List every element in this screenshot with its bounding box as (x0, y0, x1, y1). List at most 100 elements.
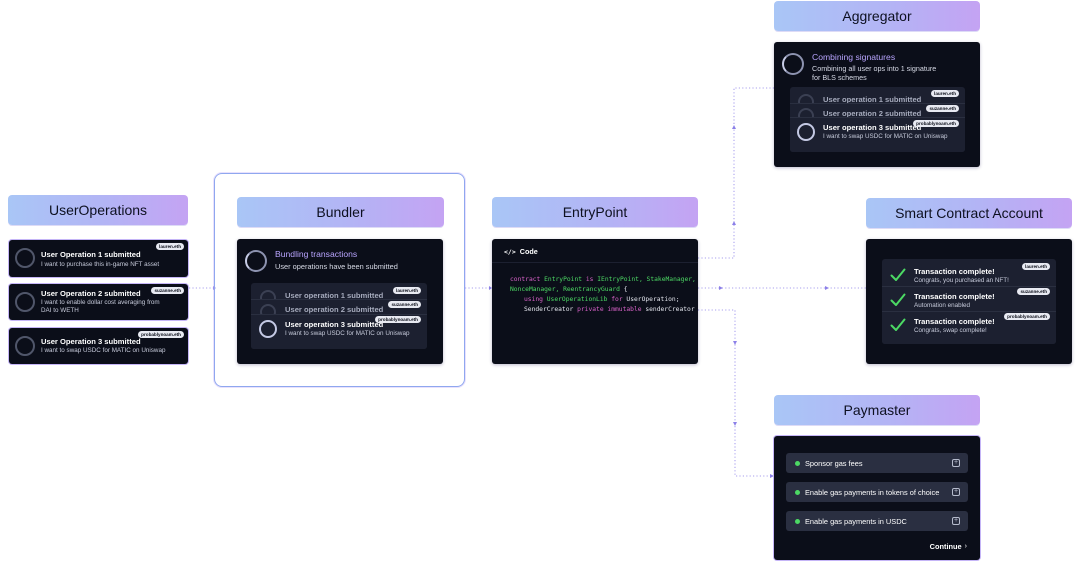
code-token: UserOperationLib (546, 296, 608, 303)
user-operation-title: User Operation 2 submitted (41, 289, 141, 298)
user-operation-title: User Operation 1 submitted (41, 250, 141, 259)
entrypoint-title: EntryPoint (562, 204, 628, 220)
code-token: IEntryPoint, StakeManager, (597, 276, 696, 283)
plus-box-icon[interactable]: + (952, 517, 960, 525)
code-token: contract (510, 276, 541, 283)
paymaster-option-label: Sponsor gas fees (805, 458, 863, 468)
transaction-desc: Congrats, swap complete! (914, 327, 987, 334)
user-badge: suzanne.eth (151, 287, 184, 294)
smart-contract-account-header: Smart Contract Account (866, 198, 1072, 228)
user-operation-card-1[interactable]: User Operation 1 submitted I want to pur… (9, 240, 188, 277)
transaction-title: Transaction complete! (914, 267, 995, 276)
user-operation-title: User Operation 3 submitted (41, 337, 141, 346)
plus-box-icon[interactable]: + (952, 459, 960, 467)
user-badge: probablynoam.eth (138, 331, 184, 338)
bundler-status-desc: User operations have been submitted (275, 262, 398, 271)
user-operation-desc: I want to purchase this in-game NFT asse… (41, 261, 160, 268)
pending-ring-icon (15, 248, 35, 268)
pending-ring-icon (15, 292, 35, 312)
code-token: UserOperation; (626, 296, 680, 303)
user-badge: lauren.eth (931, 90, 959, 97)
aggregator-title: Aggregator (842, 8, 912, 24)
paymaster-header: Paymaster (774, 395, 980, 425)
code-divider (492, 262, 698, 263)
user-badge: suzanne.eth (926, 105, 959, 112)
user-badge: probablynoam.eth (913, 120, 959, 127)
pending-ring-icon (797, 123, 815, 141)
transactions-stack: Transaction complete! Congrats, you purc… (882, 259, 1056, 344)
user-operation-card-2[interactable]: User Operation 2 submitted I want to ena… (9, 284, 188, 320)
code-token: SenderCreator (524, 306, 574, 313)
bundler-op-title: User operation 2 submitted (285, 305, 384, 314)
chevron-right-icon: › (964, 543, 967, 550)
aggregator-status-desc-line: Combining all user ops into 1 signature (812, 64, 937, 73)
code-token: using (524, 296, 543, 303)
status-dot-icon (795, 518, 800, 524)
loading-ring-icon (782, 53, 804, 75)
entrypoint-code-panel: </> Code contract EntryPoint is IEntryPo… (492, 239, 698, 364)
bundler-highlight-frame (214, 173, 465, 387)
aggregator-panel: Combining signatures Combining all user … (774, 42, 980, 167)
code-tab-label: Code (519, 247, 538, 256)
paymaster-option-sponsor[interactable]: Sponsor gas fees + (786, 453, 968, 473)
code-token: EntryPoint (544, 276, 583, 283)
bundler-status-title: Bundling transactions (275, 249, 358, 259)
code-line-1: contract EntryPoint is IEntryPoint, Stak… (510, 276, 696, 283)
bundler-op-title: User operation 3 submitted (285, 320, 384, 329)
aggregator-op-title: User operation 3 submitted (823, 123, 922, 132)
bundler-header: Bundler (237, 197, 444, 227)
paymaster-title: Paymaster (843, 402, 911, 418)
code-token: { (619, 286, 628, 293)
code-token: senderCreator (645, 306, 695, 313)
plus-box-icon[interactable]: + (952, 488, 960, 496)
smart-contract-account-title: Smart Contract Account (895, 205, 1043, 221)
bundler-panel: Bundling transactions User operations ha… (237, 239, 443, 364)
pending-ring-icon (259, 320, 277, 338)
code-token: is (585, 276, 594, 283)
user-operations-header: UserOperations (8, 195, 188, 225)
code-line-2: NonceManager, ReentrancyGuard { (510, 286, 628, 293)
checkmark-icon (890, 318, 906, 331)
user-operation-desc: I want to enable dollar cost averaging f… (41, 299, 160, 314)
paymaster-option-tokens[interactable]: Enable gas payments in tokens of choice … (786, 482, 968, 502)
code-line-4: SenderCreator private immutable senderCr… (524, 306, 695, 313)
aggregator-op-title: User operation 1 submitted (823, 95, 922, 104)
user-badge: lauren.eth (1022, 263, 1050, 270)
paymaster-option-label: Enable gas payments in tokens of choice (805, 487, 940, 497)
aggregator-status-title: Combining signatures (812, 52, 896, 62)
code-brackets-icon: </> (504, 247, 516, 256)
smart-contract-account-panel: Transaction complete! Congrats, you purc… (866, 239, 1072, 364)
continue-label: Continue (929, 542, 962, 551)
user-badge: suzanne.eth (388, 301, 421, 308)
aggregator-status-desc: Combining all user ops into 1 signature … (812, 64, 936, 82)
paymaster-option-label: Enable gas payments in USDC (805, 516, 907, 526)
aggregator-op-desc: I want to swap USDC for MATIC on Uniswap (823, 133, 948, 140)
transaction-desc: Congrats, you purchased an NFT! (914, 277, 1009, 284)
continue-button[interactable]: Continue › (930, 542, 967, 551)
entrypoint-header: EntryPoint (492, 197, 698, 227)
user-badge: suzanne.eth (1017, 288, 1050, 295)
user-badge: probablynoam.eth (375, 316, 421, 323)
bundler-title: Bundler (316, 204, 365, 220)
transaction-title: Transaction complete! (914, 292, 995, 301)
user-badge: probablynoam.eth (1004, 313, 1050, 320)
user-operation-desc: I want to swap USDC for MATIC on Uniswap (41, 347, 166, 354)
checkmark-icon (890, 293, 906, 306)
status-dot-icon (795, 489, 800, 495)
code-token: for (611, 296, 623, 303)
transaction-desc: Automation enabled (914, 302, 971, 309)
user-operations-title: UserOperations (48, 202, 148, 218)
checkmark-icon (890, 268, 906, 281)
paymaster-option-usdc[interactable]: Enable gas payments in USDC + (786, 511, 968, 531)
code-line-3: using UserOperationLib for UserOperation… (524, 296, 679, 303)
aggregator-header: Aggregator (774, 1, 980, 31)
code-tab[interactable]: </> Code (504, 247, 538, 256)
bundler-ops-stack: User operation 1 submitted lauren.eth Us… (251, 283, 427, 349)
aggregator-op-title: User operation 2 submitted (823, 109, 922, 118)
loading-ring-icon (245, 250, 267, 272)
code-token: private immutable (577, 306, 642, 313)
code-token: NonceManager, ReentrancyGuard (510, 286, 620, 293)
user-operation-card-3[interactable]: User Operation 3 submitted I want to swa… (9, 328, 188, 364)
paymaster-panel: Sponsor gas fees + Enable gas payments i… (774, 436, 980, 560)
